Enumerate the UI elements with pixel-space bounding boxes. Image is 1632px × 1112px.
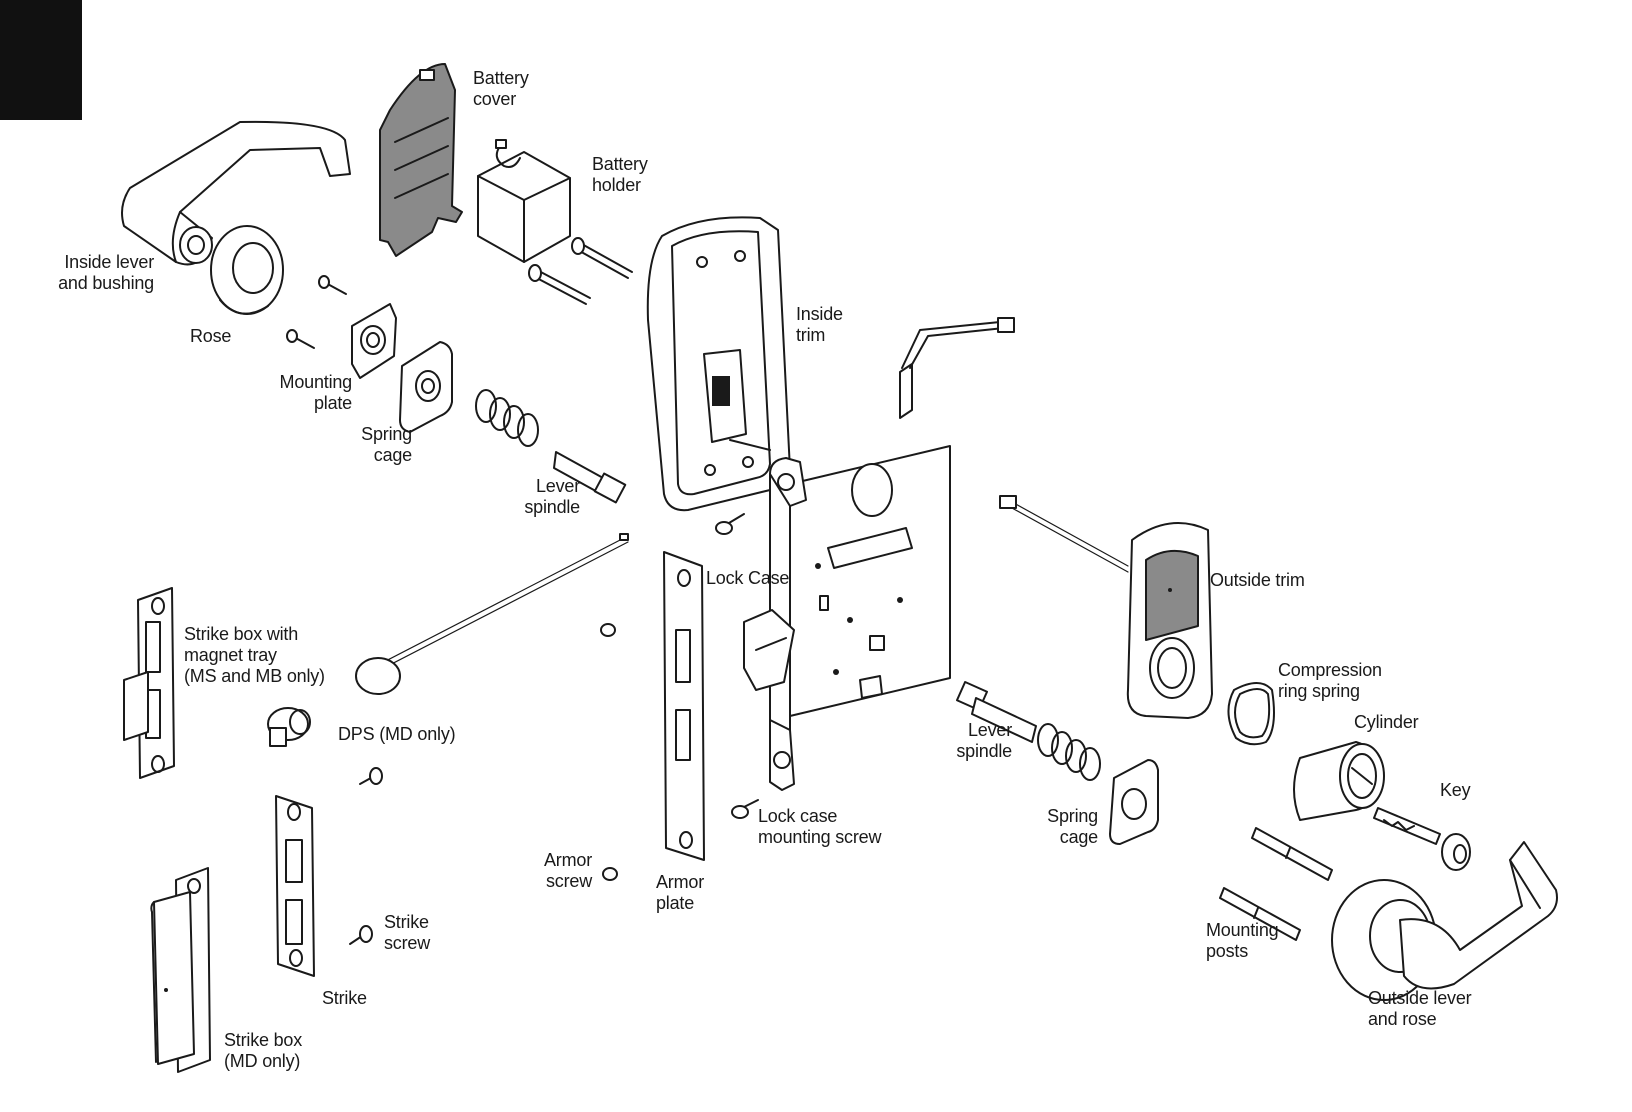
strike-box-magnet-part (123, 587, 175, 779)
strike-box-md-part (150, 867, 211, 1073)
spring-cage-right-part (1109, 759, 1159, 845)
label-outside-trim: Outside trim (1210, 570, 1305, 590)
strike-screws-part (349, 767, 383, 945)
outside-trim-part (999, 495, 1213, 719)
spring-left-part (475, 389, 539, 447)
label-dps: DPS (MD only) (338, 724, 456, 744)
label-strike: Strike (322, 988, 367, 1008)
armor-screws-part (600, 623, 618, 881)
mounting-plate-part (351, 303, 397, 379)
rose-part (210, 225, 284, 315)
mounting-posts-part (1219, 827, 1333, 941)
label-cylinder: Cylinder (1354, 712, 1419, 732)
key-part (1373, 807, 1471, 871)
outside-lever-part (1331, 841, 1558, 1001)
lock-case-mounting-screw-part (731, 799, 759, 819)
inside-trim-part (646, 216, 791, 512)
battery-cover-part (379, 63, 463, 257)
inside-lever-part (121, 120, 351, 266)
dps-sensor-part (267, 533, 629, 747)
lock-case-top-screw-part (715, 513, 745, 535)
rose-screws-part (286, 275, 347, 349)
label-strike-box-md: Strike box(MD only) (224, 1030, 303, 1071)
armor-plate-part (663, 551, 705, 861)
lever-spindle-left-part (553, 451, 627, 504)
lock-case-part: SCHLAGE (743, 317, 1015, 791)
battery-holder-part (477, 139, 571, 263)
spring-right-part (1037, 723, 1101, 781)
label-lock-case: Lock Case (706, 568, 790, 588)
page-corner-tab (0, 0, 82, 120)
strike-part (275, 795, 315, 977)
trim-screws-part (528, 237, 633, 305)
lever-spindle-right-part (955, 680, 1037, 743)
label-rose: Rose (190, 326, 232, 346)
compression-ring-spring-part (1227, 682, 1275, 746)
cylinder-part (1293, 741, 1385, 821)
label-key: Key (1440, 780, 1471, 800)
spring-cage-left-part (399, 341, 453, 433)
